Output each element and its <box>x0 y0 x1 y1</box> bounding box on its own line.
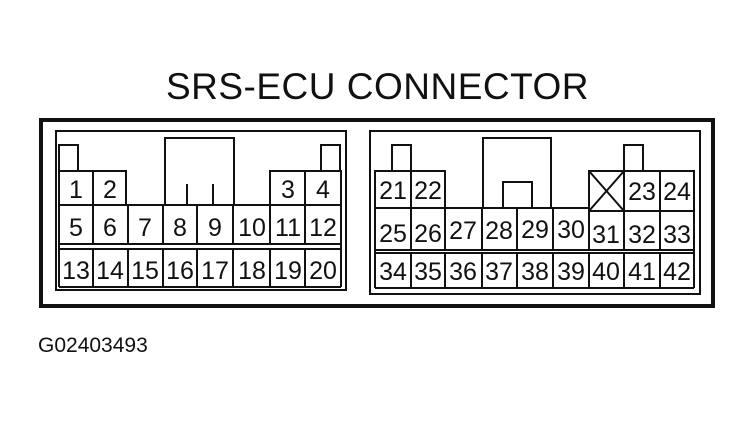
right-bottom-dividers <box>410 253 661 288</box>
pin-42: 42 <box>663 258 691 286</box>
pin-8: 8 <box>173 214 187 242</box>
left-connector-frame <box>55 130 347 291</box>
left-middle-dividers <box>92 205 306 244</box>
pin-32: 32 <box>628 221 656 249</box>
pin-5: 5 <box>69 214 83 242</box>
pin-31: 31 <box>592 221 620 249</box>
left-bottom-dividers <box>92 249 306 287</box>
pin-34: 34 <box>379 258 407 286</box>
pin-17: 17 <box>201 257 229 285</box>
pin-1: 1 <box>69 176 83 204</box>
pin-2: 2 <box>103 176 117 204</box>
pin-24: 24 <box>663 178 691 206</box>
pin-3: 3 <box>281 176 295 204</box>
pin-15: 15 <box>131 257 159 285</box>
pin-18: 18 <box>238 257 266 285</box>
connector-housing <box>39 118 715 308</box>
left-center-key <box>164 137 235 206</box>
pin-30: 30 <box>557 216 585 244</box>
pin-40: 40 <box>592 258 620 286</box>
pin-33: 33 <box>663 221 691 249</box>
pin-27: 27 <box>449 217 477 245</box>
pin-35: 35 <box>414 258 442 286</box>
pin-37: 37 <box>485 258 513 286</box>
pin-16: 16 <box>166 257 194 285</box>
pin-20: 20 <box>309 257 337 285</box>
pin-36: 36 <box>449 258 477 286</box>
right-lock-tab-2 <box>623 144 644 172</box>
right-middle-dividers <box>410 208 661 250</box>
left-lock-tab-2 <box>320 144 341 172</box>
pin-25: 25 <box>379 220 407 248</box>
pin-21: 21 <box>379 177 407 205</box>
pin-23: 23 <box>628 178 656 206</box>
pin-38: 38 <box>521 258 549 286</box>
pin-13: 13 <box>62 257 90 285</box>
right-connector-frame <box>369 130 701 295</box>
pin-28: 28 <box>485 217 513 245</box>
pin-11: 11 <box>275 214 301 242</box>
right-lock-tab-1 <box>391 144 412 172</box>
pin-26: 26 <box>414 220 442 248</box>
pin-41: 41 <box>628 258 656 286</box>
right-key-notch <box>502 181 533 209</box>
pin-10: 10 <box>238 214 266 242</box>
pin-7: 7 <box>138 214 152 242</box>
figure-id: G02403493 <box>38 334 148 357</box>
right-center-key <box>482 137 552 209</box>
pin-39: 39 <box>557 258 585 286</box>
pin-4: 4 <box>316 176 330 204</box>
diagram-title: SRS-ECU CONNECTOR <box>165 66 590 107</box>
pin-29: 29 <box>521 216 549 244</box>
blank-cavity-cross-2 <box>588 170 625 212</box>
pin-22: 22 <box>414 177 442 205</box>
pin-12: 12 <box>309 214 337 242</box>
pin-9: 9 <box>208 214 222 242</box>
pin-6: 6 <box>103 214 117 242</box>
pin-14: 14 <box>96 257 124 285</box>
left-lock-tab-1 <box>58 144 79 172</box>
pin-19: 19 <box>274 257 302 285</box>
